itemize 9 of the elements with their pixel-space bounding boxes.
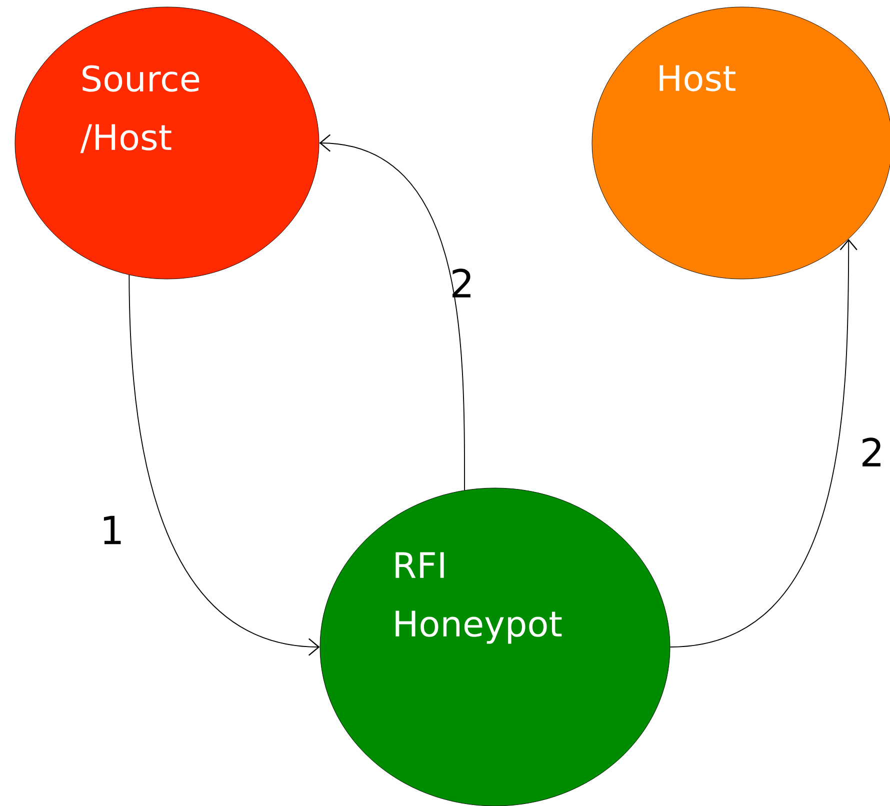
arrow [128,274,320,656]
arrow [319,134,465,491]
ellipse-node: Source /Host [14,6,320,280]
ellipse-node: Host [592,6,890,280]
edge-label: 1 [104,516,121,544]
arrow [670,238,858,648]
edge-label: 2 [452,268,470,298]
edge-label: 2 [862,438,880,466]
ellipse-node: RFI Honeypot [320,488,670,806]
